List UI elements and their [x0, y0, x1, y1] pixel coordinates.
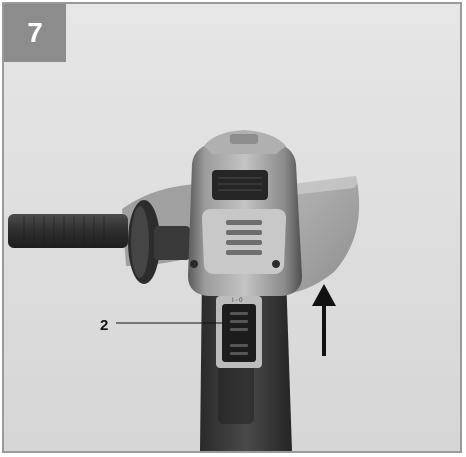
ventilation-slots	[226, 220, 262, 255]
side-handle-mount	[154, 226, 190, 260]
svg-text:I ◦ 0: I ◦ 0	[232, 298, 243, 304]
housing-screw	[272, 260, 280, 268]
callout-label: 2	[100, 317, 109, 334]
side-handle-shaft	[8, 214, 128, 248]
on-off-switch	[222, 304, 256, 362]
step-number-badge: 7	[4, 4, 66, 62]
arrow-up-icon	[312, 284, 336, 356]
spindle-lock-button	[212, 170, 268, 200]
angle-grinder-photo: I ◦ 0	[4, 4, 460, 451]
figure-frame: I ◦ 0 7 2	[2, 2, 462, 453]
side-handle-grip-ridges	[23, 216, 105, 246]
housing-screw	[190, 260, 198, 268]
